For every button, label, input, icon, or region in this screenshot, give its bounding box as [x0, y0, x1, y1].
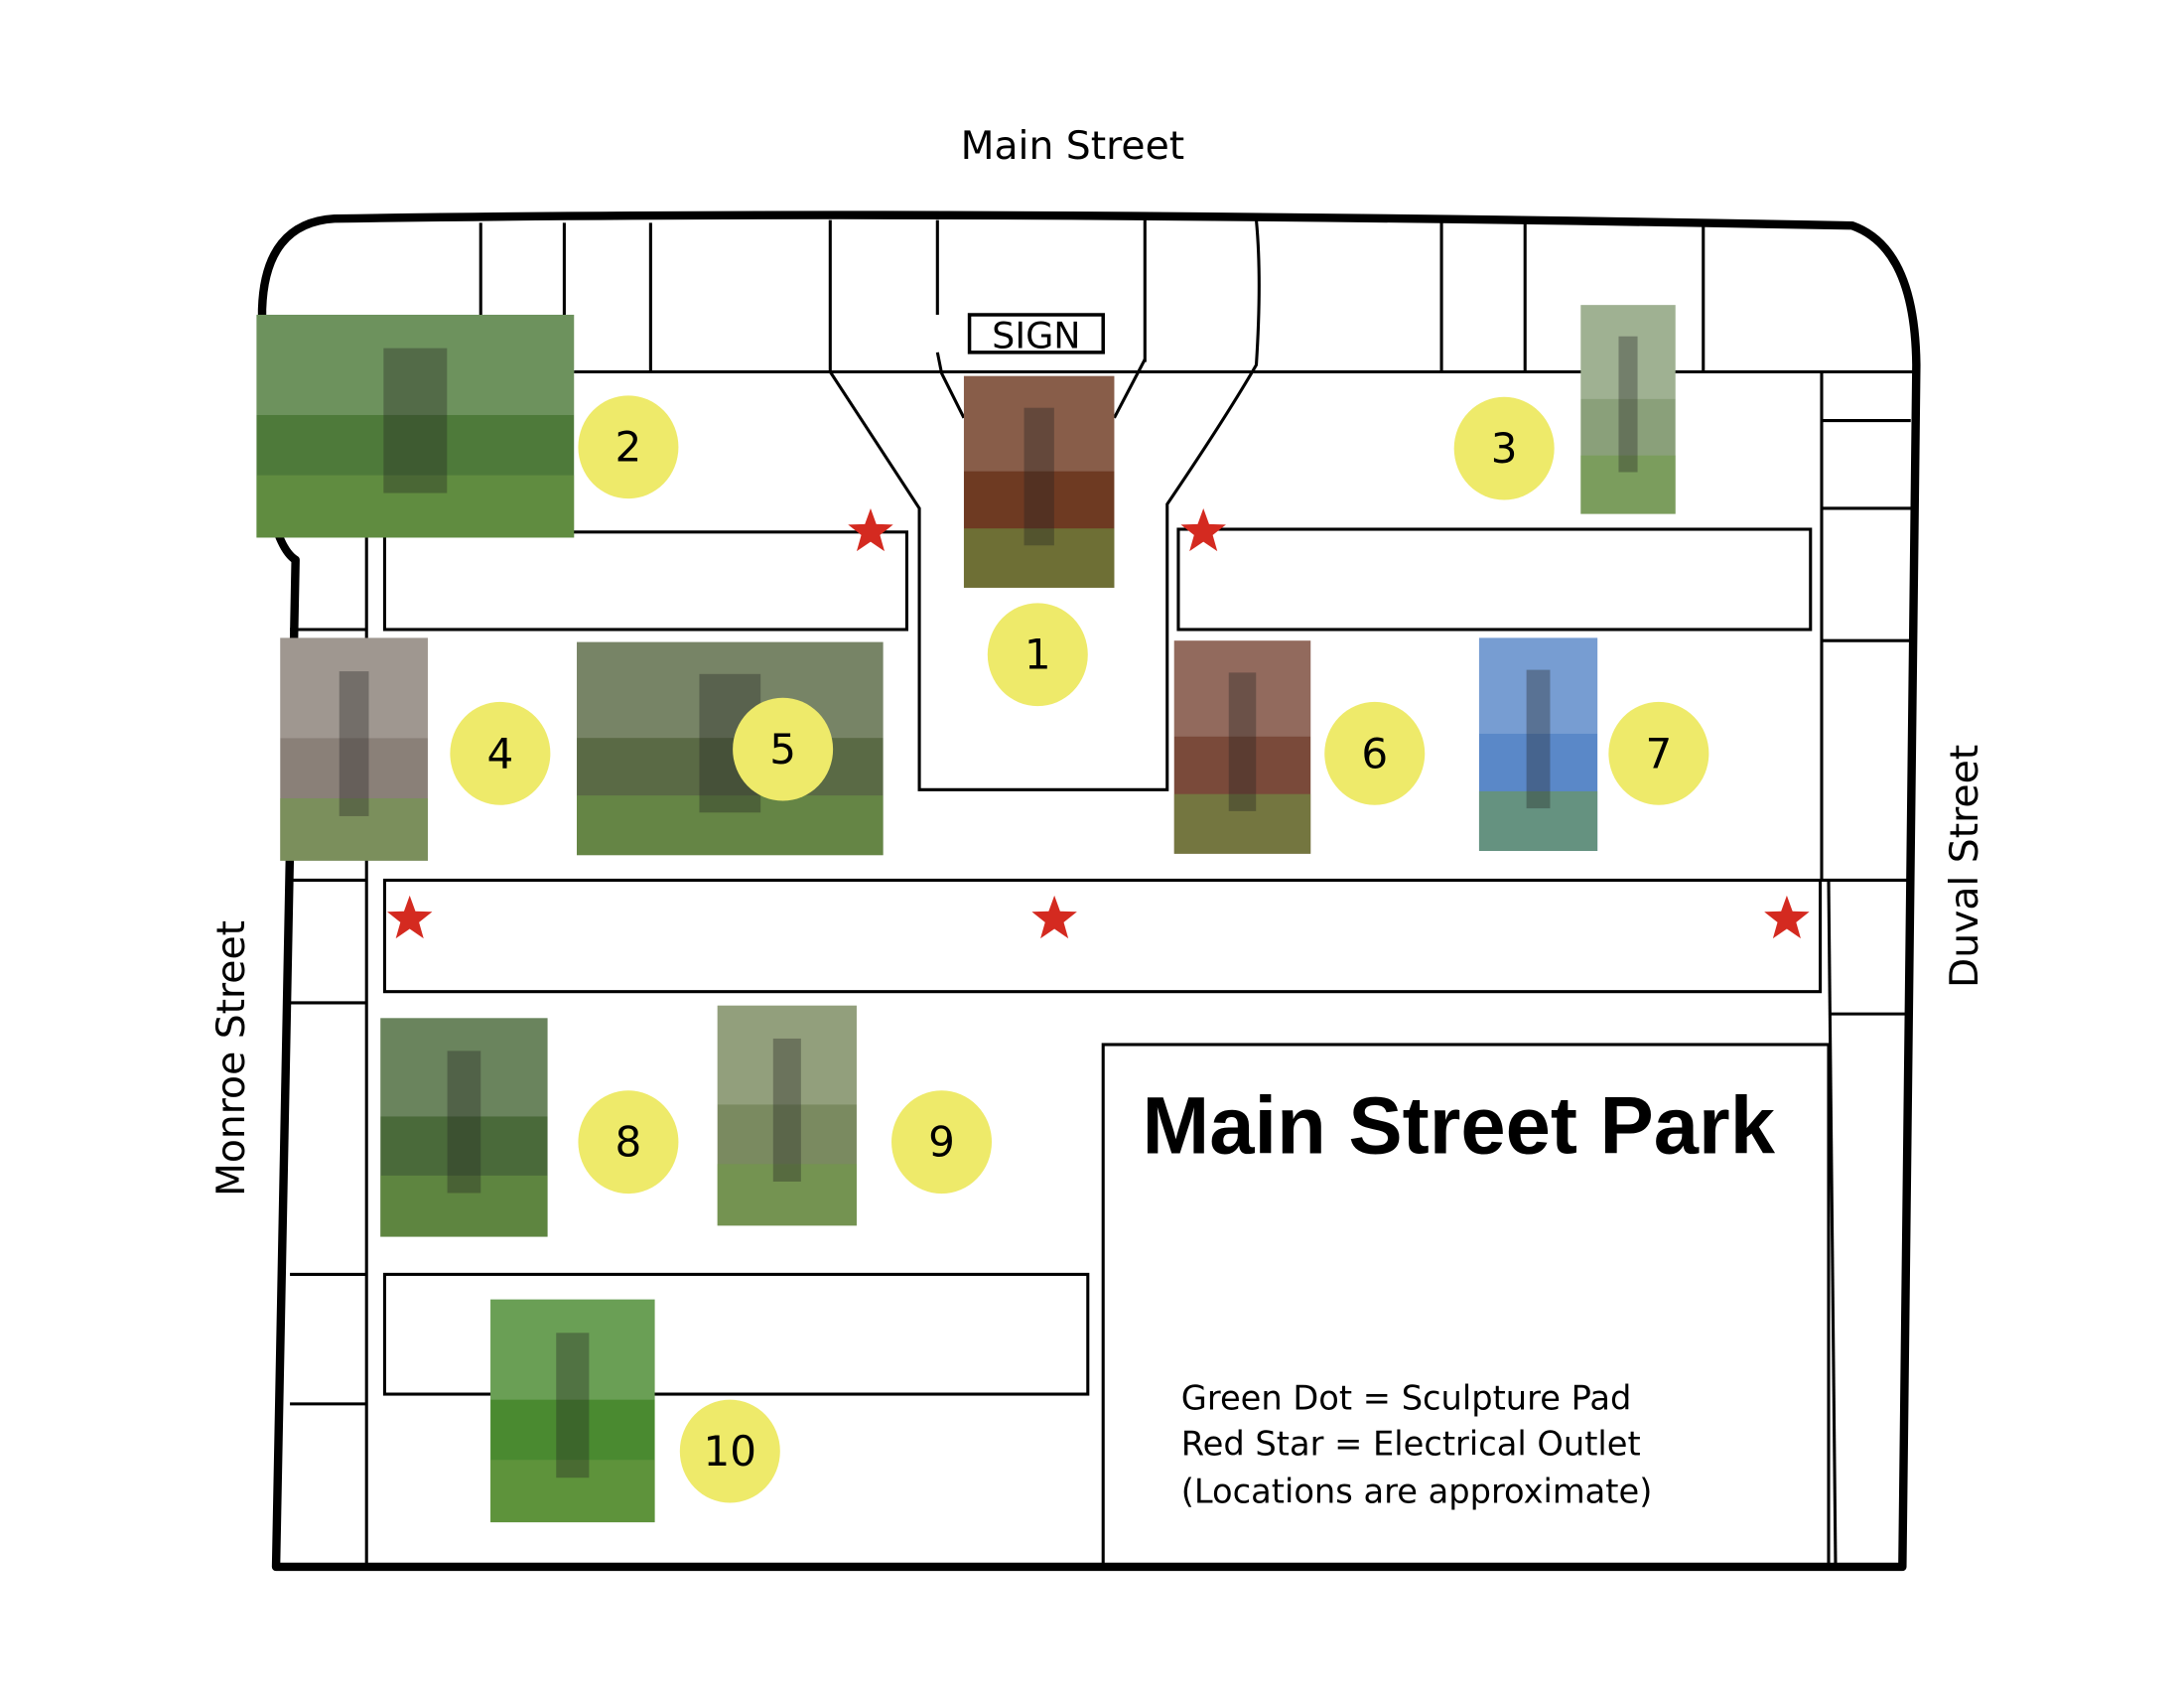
marker-circle — [578, 395, 679, 499]
sculpture-shape — [772, 1038, 801, 1182]
duval-street-label: Duval Street — [1943, 745, 1987, 988]
marker-label: 4 — [486, 729, 513, 777]
twin-metal-columns-photo — [1173, 640, 1311, 854]
wavy-steel-column-photo — [717, 1005, 857, 1226]
electrical-outlet-star-icon — [1764, 895, 1810, 939]
planting-bed — [382, 530, 908, 632]
marker-circle — [450, 701, 551, 805]
marker-circle — [679, 1399, 780, 1503]
marker-label: 5 — [769, 725, 796, 774]
colorful-abstract-sculpture-photo — [1478, 637, 1598, 852]
planting-bed — [1176, 527, 1813, 632]
white-flower-sculpture-photo — [256, 314, 575, 538]
marker-circle — [733, 697, 834, 801]
electrical-outlet-star-icon — [386, 895, 433, 939]
legend-note: (Locations are approximate) — [1181, 1472, 1653, 1510]
marker-label: 10 — [704, 1427, 757, 1476]
sign-box: SIGN — [967, 313, 1105, 357]
rusted-insect-sculpture-photo — [577, 641, 884, 856]
sculpture-marker-1[interactable]: 1 — [987, 603, 1088, 707]
park-title: Main Street Park — [1142, 1080, 1775, 1171]
sculpture-marker-4[interactable]: 4 — [450, 701, 551, 805]
marker-label: 1 — [1024, 631, 1051, 679]
sign-label: SIGN — [992, 315, 1080, 357]
sculpture-marker-7[interactable]: 7 — [1608, 701, 1709, 805]
marker-label: 7 — [1645, 729, 1672, 777]
sculpture-shape — [1228, 672, 1257, 811]
sculpture-marker-2[interactable]: 2 — [578, 395, 679, 499]
sculpture-shape — [383, 348, 448, 493]
sculpture-shape — [1526, 669, 1551, 809]
marker-label: 3 — [1491, 424, 1518, 473]
wire-frame-sculpture-photo — [1580, 305, 1676, 514]
marker-label: 8 — [615, 1118, 642, 1167]
yellow-purple-totem-photo — [490, 1299, 655, 1523]
legend-red-star: Red Star = Electrical Outlet — [1181, 1425, 1641, 1464]
sculpture-marker-6[interactable]: 6 — [1324, 701, 1426, 805]
planting-bed — [382, 878, 1823, 994]
sculpture-shape — [1024, 407, 1054, 546]
marker-label: 6 — [1361, 729, 1388, 777]
marker-label: 9 — [928, 1118, 955, 1167]
marker-circle — [987, 603, 1088, 707]
marker-circle — [578, 1090, 679, 1195]
park-info-box — [1101, 1043, 1831, 1569]
electrical-outlet-star-icon — [1031, 895, 1077, 939]
marker-label: 2 — [615, 423, 642, 472]
sculpture-marker-3[interactable]: 3 — [1453, 396, 1555, 500]
monroe-street-label: Monroe Street — [209, 920, 254, 1196]
sculpture-shape — [339, 671, 369, 816]
rusted-steel-arch-photo — [963, 375, 1115, 588]
sculpture-shape — [1618, 336, 1638, 473]
electrical-outlet-star-icon — [848, 507, 893, 552]
legend-green-dot: Green Dot = Sculpture Pad — [1181, 1378, 1632, 1417]
marker-circle — [891, 1090, 993, 1195]
sculpture-shape — [556, 1333, 590, 1478]
rusted-crescent-sculpture-photo — [380, 1018, 548, 1237]
main-street-label: Main Street — [961, 124, 1185, 169]
parking-and-paths — [290, 219, 1914, 1567]
marker-circle — [1608, 701, 1709, 805]
sculpture-marker-10[interactable]: 10 — [679, 1399, 780, 1503]
sculpture-marker-8[interactable]: 8 — [578, 1090, 679, 1195]
marker-circle — [1324, 701, 1426, 805]
sculpture-marker-9[interactable]: 9 — [891, 1090, 993, 1195]
planting-bed — [382, 1272, 1090, 1396]
marker-circle — [1453, 396, 1555, 500]
electrical-outlet-star-icon — [1180, 507, 1226, 552]
sculpture-marker-5[interactable]: 5 — [733, 697, 834, 801]
sculpture-shape — [447, 1051, 481, 1194]
steel-figure-city-street-photo — [280, 637, 428, 861]
